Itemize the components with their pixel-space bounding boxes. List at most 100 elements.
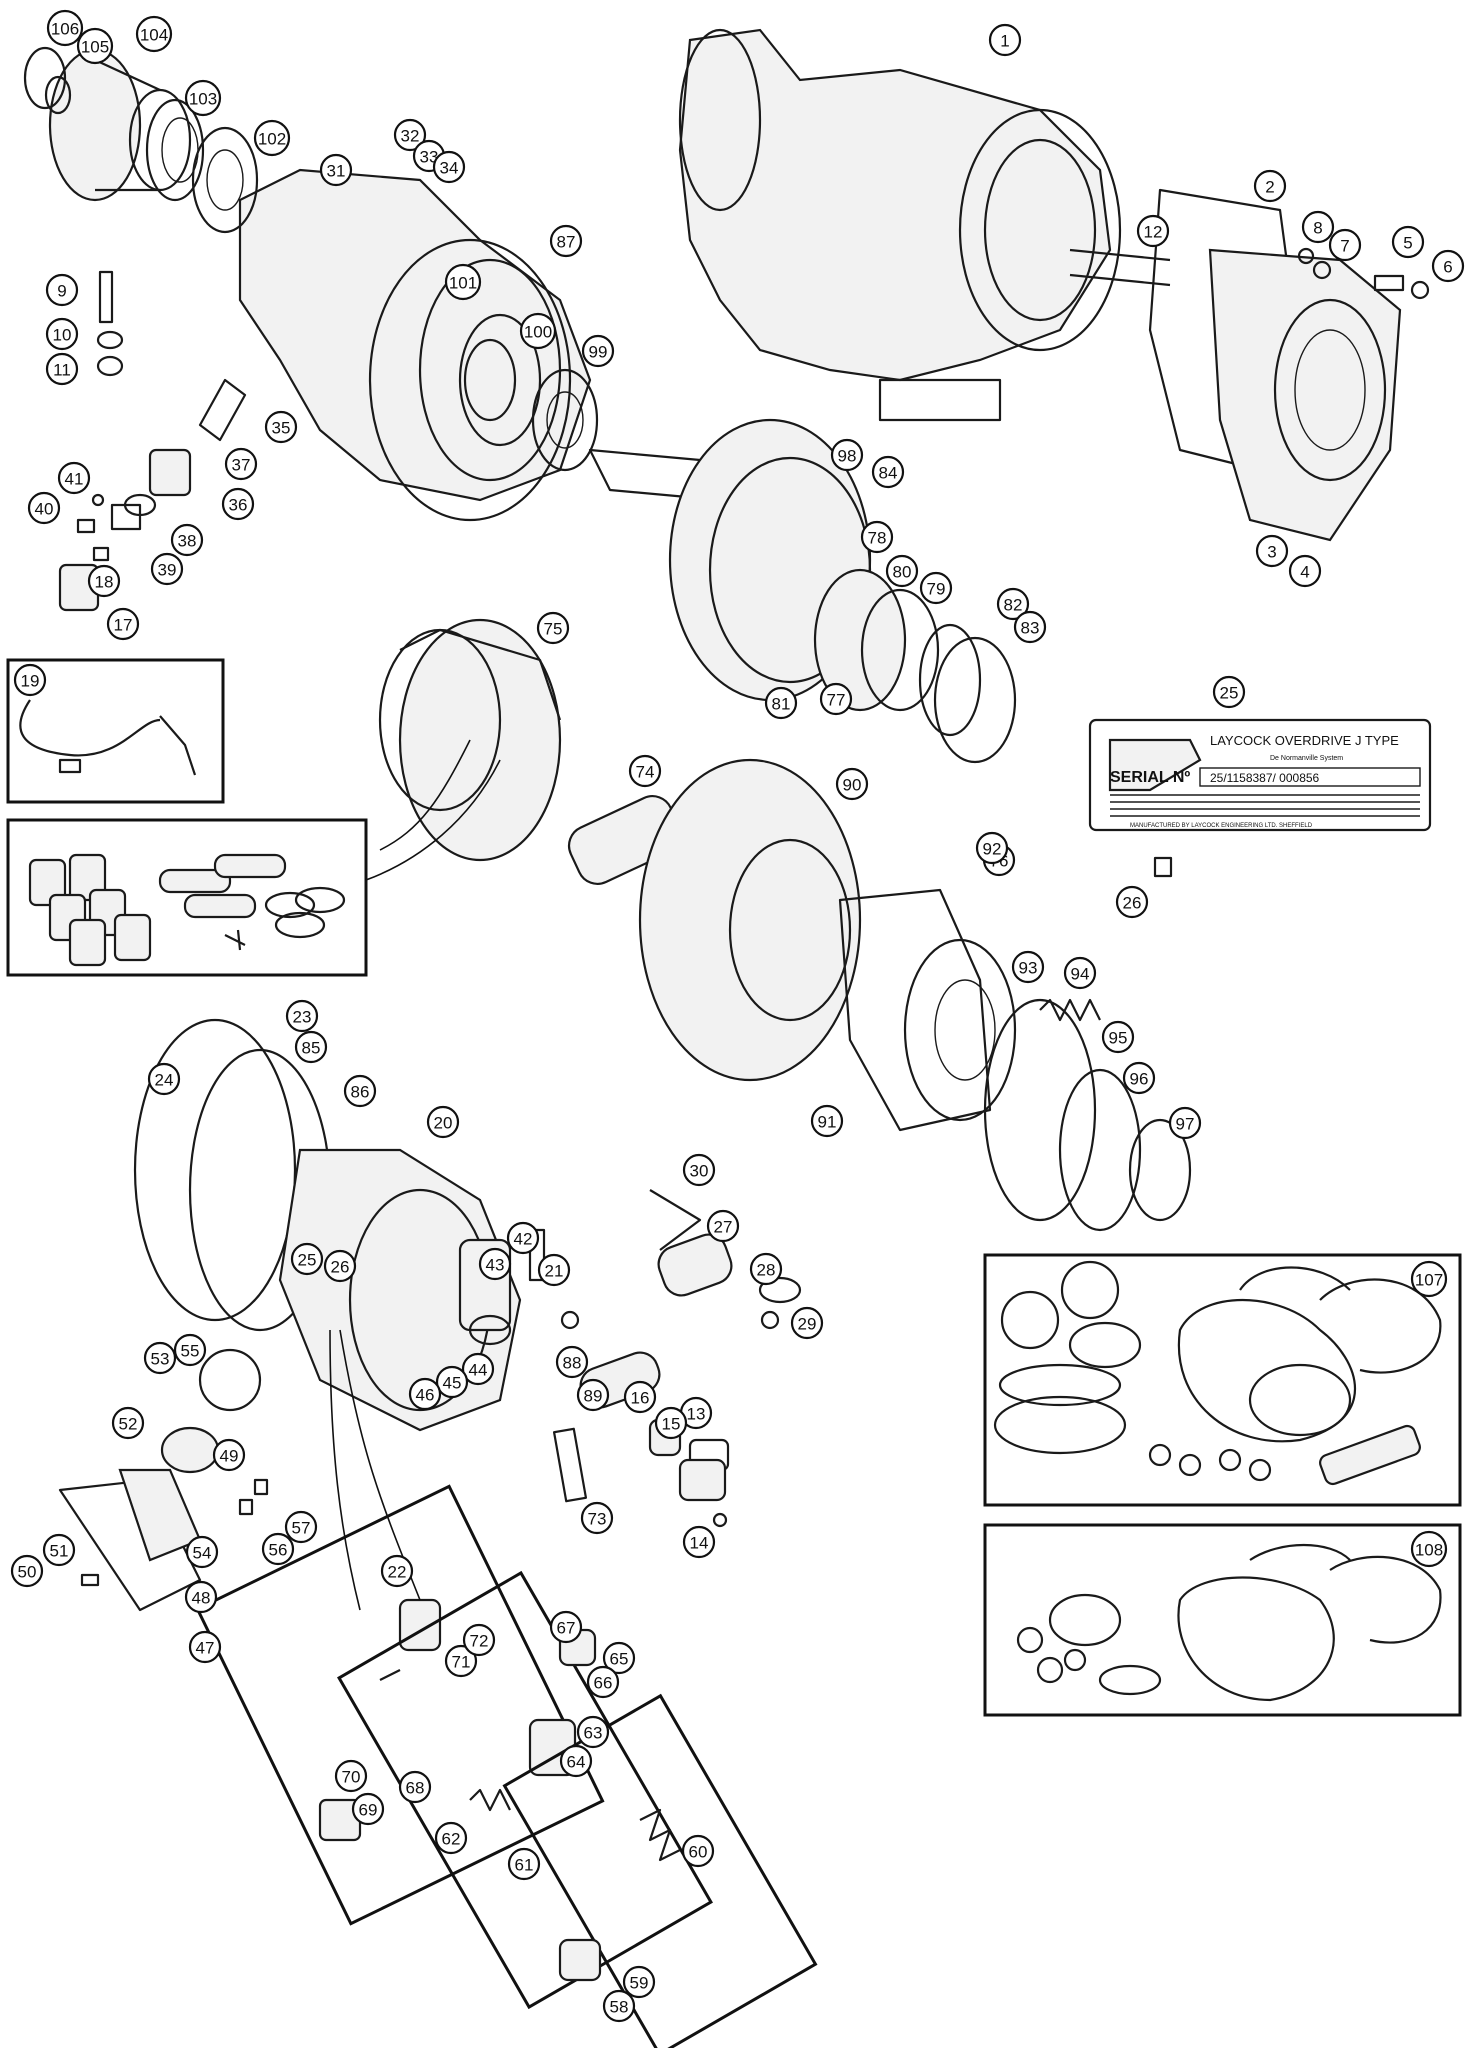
callout-circle	[506, 1221, 540, 1255]
gasket-and-rear-adapter	[1148, 188, 1402, 542]
callout-circle	[478, 1247, 512, 1281]
stud-washer-nut	[96, 270, 124, 377]
callout-79: 79	[919, 571, 953, 605]
callout-31: 31	[319, 153, 353, 187]
callout-26: 26	[323, 1249, 357, 1283]
planet-gear-kit	[28, 853, 346, 967]
callout-107: 107	[1410, 1260, 1448, 1298]
callout-63: 63	[576, 1715, 610, 1749]
callout-84: 84	[871, 455, 905, 489]
callout-circle	[580, 1501, 614, 1535]
callout-28: 28	[749, 1252, 783, 1286]
callout-83: 83	[1013, 610, 1047, 644]
callout-number: 9	[57, 282, 66, 301]
callout-29: 29	[790, 1306, 824, 1340]
callout-circle	[1063, 956, 1097, 990]
callout-circle	[1410, 1260, 1448, 1298]
callout-number: 98	[838, 447, 857, 466]
callout-number: 52	[119, 1415, 138, 1434]
callout-14: 14	[682, 1525, 716, 1559]
callout-98: 98	[830, 438, 864, 472]
callout-number: 104	[140, 26, 168, 45]
callout-number: 60	[689, 1843, 708, 1862]
callout-circle	[261, 1532, 295, 1566]
callout-number: 87	[557, 233, 576, 252]
callout-number: 33	[420, 148, 439, 167]
callout-circle	[576, 1378, 610, 1412]
callout-number: 49	[220, 1447, 239, 1466]
callout-number: 28	[757, 1261, 776, 1280]
callout-7: 7	[1328, 228, 1362, 262]
callout-circle	[143, 1341, 177, 1375]
callout-circle	[432, 150, 466, 184]
callout-circle	[426, 1105, 460, 1139]
callout-number: 73	[588, 1510, 607, 1529]
callout-circle	[622, 1965, 656, 1999]
callout-number: 26	[331, 1258, 350, 1277]
callout-circle	[284, 1510, 318, 1544]
callout-circle	[1013, 610, 1047, 644]
callout-number: 14	[690, 1534, 709, 1553]
callout-6: 6	[1431, 249, 1465, 283]
bearing-100	[463, 338, 517, 422]
callout-101: 101	[444, 263, 482, 301]
callout-77: 77	[819, 682, 853, 716]
callout-circle	[1391, 225, 1425, 259]
callout-circle	[10, 1554, 44, 1588]
callout-number: 68	[406, 1779, 425, 1798]
callout-number: 82	[1004, 596, 1023, 615]
callout-circle	[393, 118, 427, 152]
callout-circle	[1212, 675, 1246, 709]
callout-circle	[1115, 885, 1149, 919]
callout-82: 82	[996, 587, 1030, 621]
callout-number: 20	[434, 1114, 453, 1133]
callout-number: 39	[158, 561, 177, 580]
brake-ring	[638, 758, 862, 1082]
callout-circle	[1101, 1020, 1135, 1054]
gasket-kit-107-parts	[993, 1260, 1442, 1486]
callout-circle	[264, 410, 298, 444]
callout-circle	[1288, 554, 1322, 588]
callout-number: 24	[155, 1071, 174, 1090]
callout-circle	[1122, 1061, 1156, 1095]
relief-valve-box	[195, 1484, 605, 1926]
callout-number: 11	[53, 361, 71, 380]
callout-number: 61	[515, 1856, 534, 1875]
callout-49: 49	[212, 1438, 246, 1472]
callout-27: 27	[706, 1209, 740, 1243]
callout-circle	[819, 682, 853, 716]
callout-circle	[285, 999, 319, 1033]
callout-circle	[1255, 534, 1289, 568]
callout-circle	[519, 312, 557, 350]
callout-44: 44	[461, 1352, 495, 1386]
callout-circle	[1011, 950, 1045, 984]
callout-circle	[398, 1770, 432, 1804]
callout-45: 45	[435, 1365, 469, 1399]
drive-screw-26	[1153, 856, 1173, 878]
callout-74: 74	[628, 754, 662, 788]
plate-footer: MANUFACTURED BY LAYCOCK ENGINEERING LTD.…	[1130, 823, 1313, 829]
callout-circle	[253, 119, 291, 157]
callout-75: 75	[536, 611, 570, 645]
callout-94: 94	[1063, 956, 1097, 990]
callout-46: 46	[408, 1377, 442, 1411]
callout-circle	[434, 1821, 468, 1855]
callout-circle	[319, 153, 353, 187]
callout-86: 86	[343, 1074, 377, 1108]
callout-circle	[602, 1641, 636, 1675]
callout-72: 72	[462, 1623, 496, 1657]
callout-circle	[351, 1792, 385, 1826]
callout-number: 53	[151, 1350, 170, 1369]
callout-circle	[221, 487, 255, 521]
roller-clutch-assembly	[813, 568, 940, 712]
callout-circle	[996, 587, 1030, 621]
plate-subtitle: De Normanville System	[1270, 755, 1343, 762]
callout-circle	[45, 273, 79, 307]
callout-circle	[343, 1074, 377, 1108]
callout-60: 60	[681, 1834, 715, 1868]
identification-plate: LAYCOCK OVERDRIVE J TYPE De Normanville …	[1088, 718, 1432, 832]
callout-61: 61	[507, 1847, 541, 1881]
circlips-82-83	[918, 623, 1017, 764]
callout-number: 77	[827, 691, 846, 710]
callout-circle	[1328, 228, 1362, 262]
